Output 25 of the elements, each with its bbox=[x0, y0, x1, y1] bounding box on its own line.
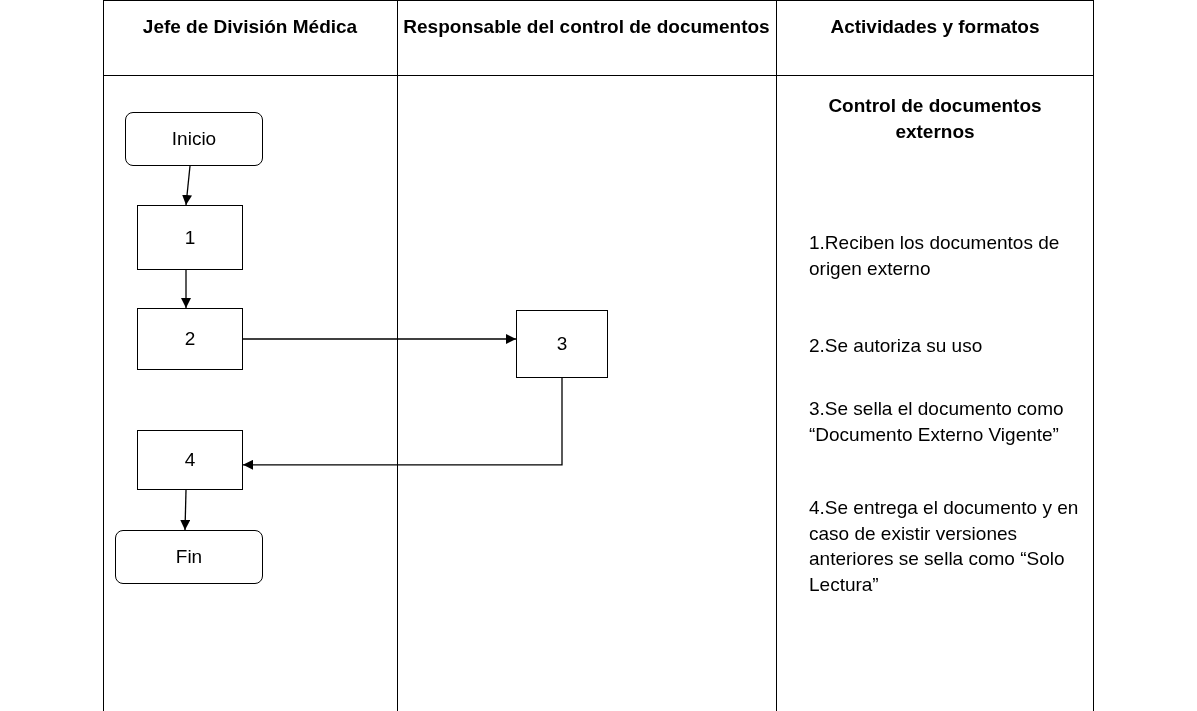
process-box bbox=[516, 310, 608, 378]
step-description: 4.Se entrega el documento y en caso de existir versiones anteriores se sella como “Solo Lectura” bbox=[809, 496, 1080, 597]
arrow bbox=[180, 489, 191, 531]
arrow bbox=[242, 377, 563, 470]
column-header: Jefe de División Médica bbox=[141, 15, 359, 39]
column-header: Actividades y formatos bbox=[829, 15, 1041, 39]
step-description: 3.Se sella el documento como “Documento Externo Vigente” bbox=[809, 397, 1065, 447]
terminal-box bbox=[125, 112, 263, 166]
node-label: 2 bbox=[184, 327, 196, 352]
node-label: Fin bbox=[175, 545, 203, 570]
step-description: 2.Se autoriza su uso bbox=[809, 334, 984, 358]
node-label: 4 bbox=[184, 448, 196, 473]
terminal-box bbox=[115, 530, 263, 584]
node-label: 1 bbox=[184, 225, 196, 250]
arrow bbox=[182, 165, 192, 206]
process-box bbox=[137, 430, 243, 490]
arrow bbox=[242, 334, 517, 344]
column-header: Responsable del control de documentos bbox=[402, 15, 771, 39]
arrow bbox=[181, 269, 191, 309]
node-label: Inicio bbox=[171, 127, 217, 152]
step-description: 1.Reciben los documentos de origen externo bbox=[809, 231, 1061, 281]
process-box bbox=[137, 308, 243, 370]
process-box bbox=[137, 205, 243, 270]
node-label: 3 bbox=[556, 332, 568, 357]
section-title: Control de documentos externos bbox=[827, 94, 1043, 144]
